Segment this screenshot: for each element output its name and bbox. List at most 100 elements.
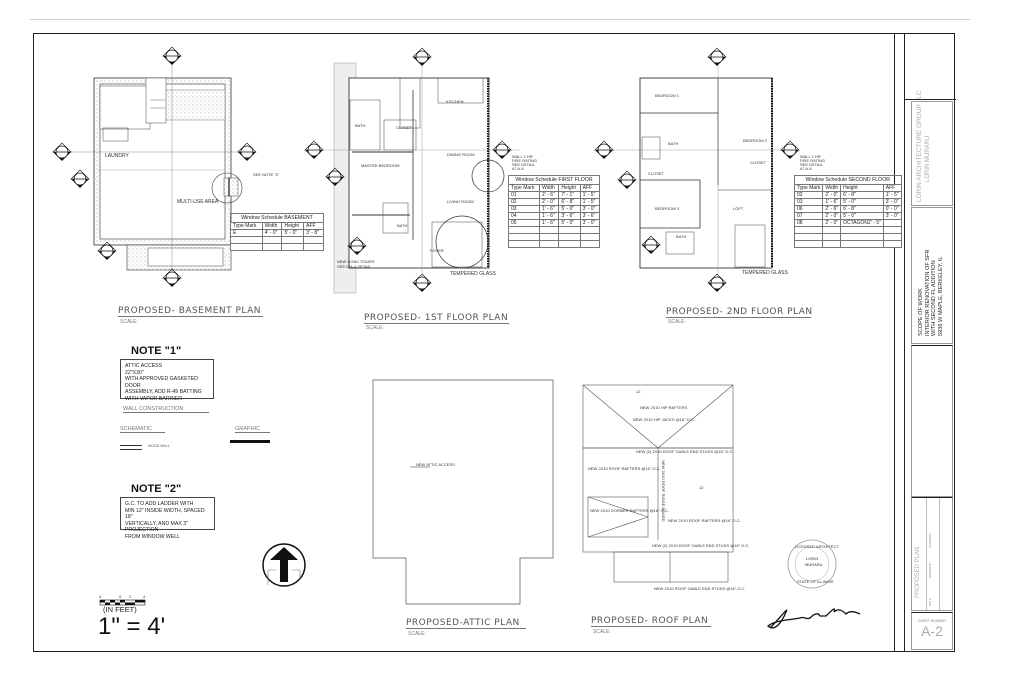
section-marker[interactable] <box>237 142 257 162</box>
stamp-text: LORIN <box>806 556 818 561</box>
schedule-cell <box>882 219 902 227</box>
stamp-text: LICENSED ARCHITECT <box>795 544 839 549</box>
architect-stamp: LICENSED ARCHITECT LORIN MURARU STATE OF… <box>787 539 839 589</box>
section-marker[interactable] <box>304 140 324 160</box>
schedule-cell: OCTAGON2' - 5" <box>840 219 884 227</box>
first-floor-plan-title: PROPOSED- 1ST FLOOR PLAN <box>364 313 509 324</box>
schedule-cell: 7' - 1" <box>558 191 581 199</box>
room-label: KITCHEN <box>446 99 464 104</box>
note-line: MIN 12" INSIDE WIDTH, SPACED 18" <box>125 507 205 521</box>
pitch-label: 12 <box>636 389 641 394</box>
drawing-info-panel: PROPOSED PLAN DATE DRAWN BY CHECKED <box>911 497 953 611</box>
north-arrow-icon <box>262 543 306 587</box>
scale-tick: 4 <box>99 594 102 599</box>
top-rule <box>30 19 970 20</box>
room-label: FOYER <box>430 248 444 253</box>
roof-label: NEW 2X10 ROOF RAFTERS @16" O.C. <box>668 518 741 523</box>
schedule-header: AFF <box>303 222 324 230</box>
note-1-title: NOTE "1" <box>131 345 182 357</box>
schedule-cell: 5' - 0" <box>281 229 305 237</box>
wall-construction-heading: WALL CONSTRUCTION <box>123 406 209 413</box>
section-marker[interactable] <box>492 140 512 160</box>
schedule-cell: 1' - 6" <box>538 219 560 227</box>
section-marker[interactable] <box>162 46 182 66</box>
note-line: 22"X30" <box>125 369 144 376</box>
room-label: LIVING ROOM <box>447 199 474 204</box>
wall-note: #7 A-8 <box>800 166 812 171</box>
schedule-cell: 06 <box>793 205 824 213</box>
wall-graphic-symbol <box>230 440 270 443</box>
section-marker[interactable] <box>412 273 432 293</box>
pitch-label: 12 <box>699 485 704 490</box>
scale-label: SCALE: <box>668 319 686 325</box>
section-marker[interactable] <box>412 47 432 67</box>
schedule-header: Width <box>261 222 283 230</box>
schedule-header: Height <box>558 184 581 192</box>
schedule-cell: 04 <box>508 212 540 220</box>
section-marker[interactable] <box>594 140 614 160</box>
schedule-header: Height <box>281 222 305 230</box>
schedule-cell: 02 <box>508 198 540 206</box>
schedule-cell: 2' - 0" <box>538 198 560 206</box>
schedule-header: Width <box>822 184 842 192</box>
scale-bar: 4 0 2 4 <box>99 594 146 606</box>
roof-label: NEW 2X10 ROOF RAFTERS @16" O.C. <box>588 466 661 471</box>
roof-plan-title: PROPOSED- ROOF PLAN <box>591 616 711 627</box>
schedule-cell: 03 <box>508 205 540 213</box>
schedule-header: Width <box>538 184 560 192</box>
scale-label: SCALE: <box>408 631 426 637</box>
section-marker[interactable] <box>707 273 727 293</box>
schedule-title: Window Schedule BASEMENT <box>230 213 324 222</box>
scale-label: SCALE: <box>593 629 611 635</box>
room-label: MULTI-USE AREA <box>177 199 219 205</box>
note-line: ASSEMBLY, ADD R-49 BATTING <box>125 389 202 395</box>
second-floor-plan-title: PROPOSED- 2ND FLOOR PLAN <box>666 307 813 318</box>
room-label: MASTER BEDROOM <box>361 163 399 168</box>
section-marker[interactable] <box>780 140 800 160</box>
schedule-cell: 05 <box>508 219 540 227</box>
firm-panel: LORIN ARCHITECTURE GROUP LLC LORIN MURAR… <box>911 91 953 206</box>
roof-label: NEW (2) 2X10 ROOF GABLE END STUDS @16" O… <box>636 449 734 454</box>
wall-schematic-symbol <box>120 445 142 450</box>
section-marker[interactable] <box>52 142 72 162</box>
note-line: FROM WINDOW WELL <box>125 533 181 540</box>
room-label: BATH <box>355 123 365 128</box>
wall-note: WALL 1 HR <box>512 154 533 159</box>
room-label: CLOSET <box>750 160 767 165</box>
roof-label: NEW 2X10 DORMER RAFTERS @16" O.C. <box>590 508 669 513</box>
section-marker[interactable] <box>617 170 637 190</box>
wall-legend-label: WOOD WALL <box>148 444 170 448</box>
wall-note: FIRE RATING <box>800 158 825 163</box>
section-marker[interactable] <box>162 268 182 288</box>
schedule-header: AFF <box>882 184 902 192</box>
stamp-text: MURARU <box>805 562 823 567</box>
wall-note: SEE DETAIL <box>800 162 824 167</box>
schedule-cell: 6' - 8" <box>840 205 884 213</box>
schedule-header: Type Mark <box>793 184 824 192</box>
note-line: ATTIC ACCESS <box>125 363 163 369</box>
attic-plan-title: PROPOSED-ATTIC PLAN <box>406 618 526 629</box>
schedule-cell: 5' - 0" <box>840 212 884 220</box>
schedule-cell: 3' - 0" <box>882 198 902 206</box>
schedule-title: Window Schedule FIRST FLOOR <box>508 175 600 184</box>
note-1-box: ATTIC ACCESS 22"X30" WITH APPROVED GASKE… <box>120 359 214 402</box>
section-marker[interactable] <box>70 169 90 189</box>
schedule-cell: 1' - 6" <box>538 212 560 220</box>
sheet-number: A-2 <box>921 623 943 639</box>
note-line: WITH VAPOR BARRIER <box>125 395 182 402</box>
stairs-note: NEW CONC STAIRS <box>337 259 375 264</box>
wall-note: WALL 1 HR <box>800 154 821 159</box>
wall-note: SEE DETAIL <box>512 162 536 167</box>
section-marker[interactable] <box>707 47 727 67</box>
schedule-cell: 3' - 0" <box>882 212 902 220</box>
schedule-header: AFF <box>579 184 601 192</box>
graphic-heading: GRAPHIC <box>235 426 270 433</box>
schedule-cell: 6' - 8" <box>558 198 581 206</box>
